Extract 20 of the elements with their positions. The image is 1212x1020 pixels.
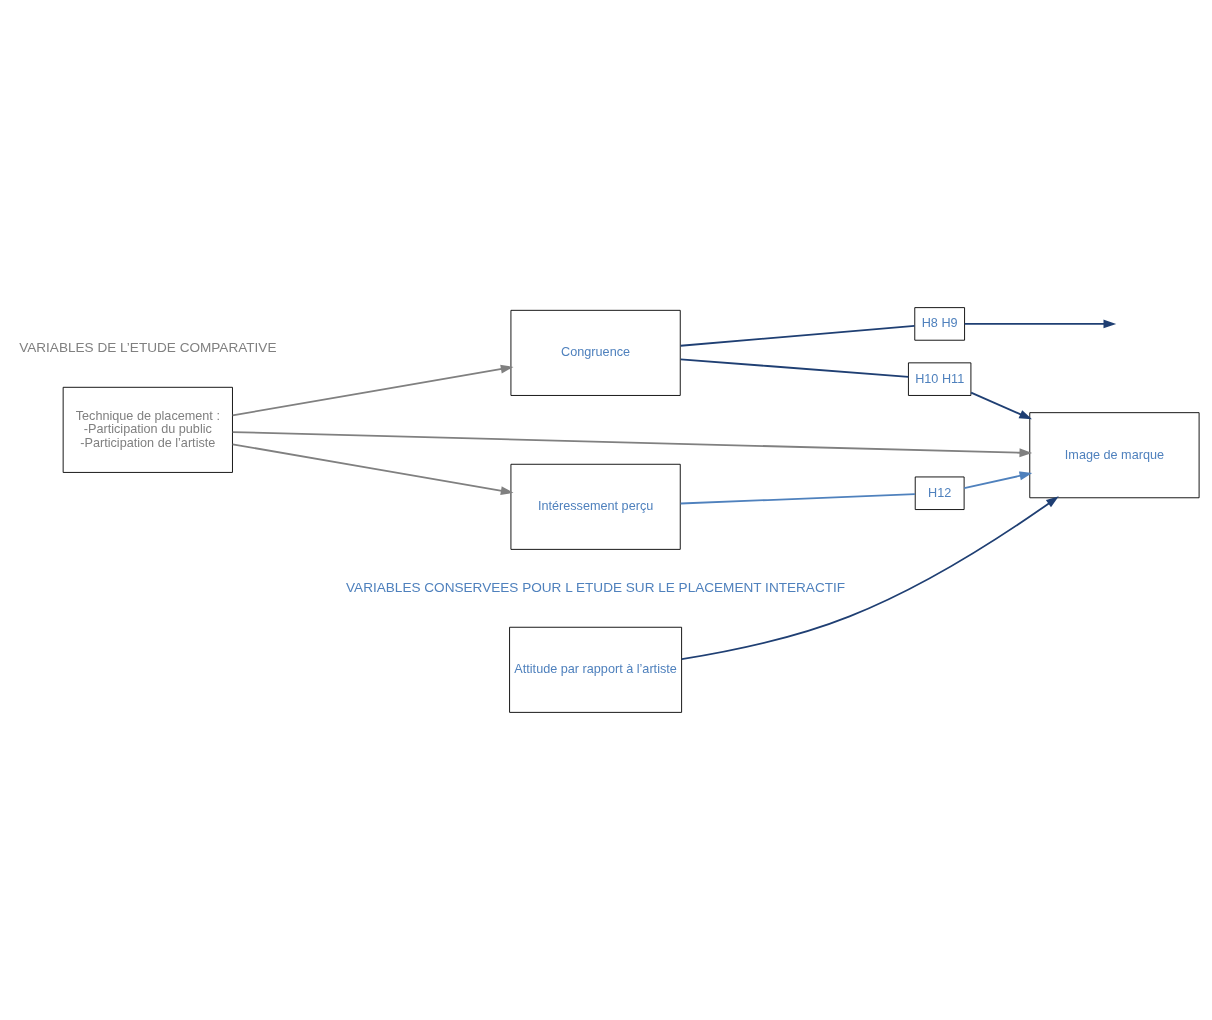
node-box: H8 H9 xyxy=(914,307,966,341)
connector xyxy=(679,493,916,505)
node-box: H10 H11 xyxy=(908,362,972,396)
node-box: Congruence xyxy=(510,309,681,396)
connector xyxy=(679,358,910,378)
node-box: Intéressement perçu xyxy=(510,463,681,550)
arrow xyxy=(963,471,1033,489)
label: VARIABLES DE L’ETUDE COMPARATIVE xyxy=(19,339,277,355)
arrow xyxy=(963,319,1117,329)
arrow xyxy=(970,391,1032,420)
connector xyxy=(679,325,916,347)
arrow xyxy=(231,443,514,496)
node-box: H12 xyxy=(914,476,965,510)
arrow xyxy=(231,431,1033,458)
node-box: Technique de placement : -Participation du public -Participation de l’artiste xyxy=(62,386,233,473)
arrow xyxy=(680,496,1059,661)
node-box: Image de marque xyxy=(1029,412,1200,499)
node-box: Attitude par rapport à l’artiste xyxy=(509,626,683,713)
label: VARIABLES CONSERVEES POUR L ETUDE SUR LE PLACEMENT INTERACTIF xyxy=(346,579,846,595)
arrow xyxy=(231,364,514,417)
